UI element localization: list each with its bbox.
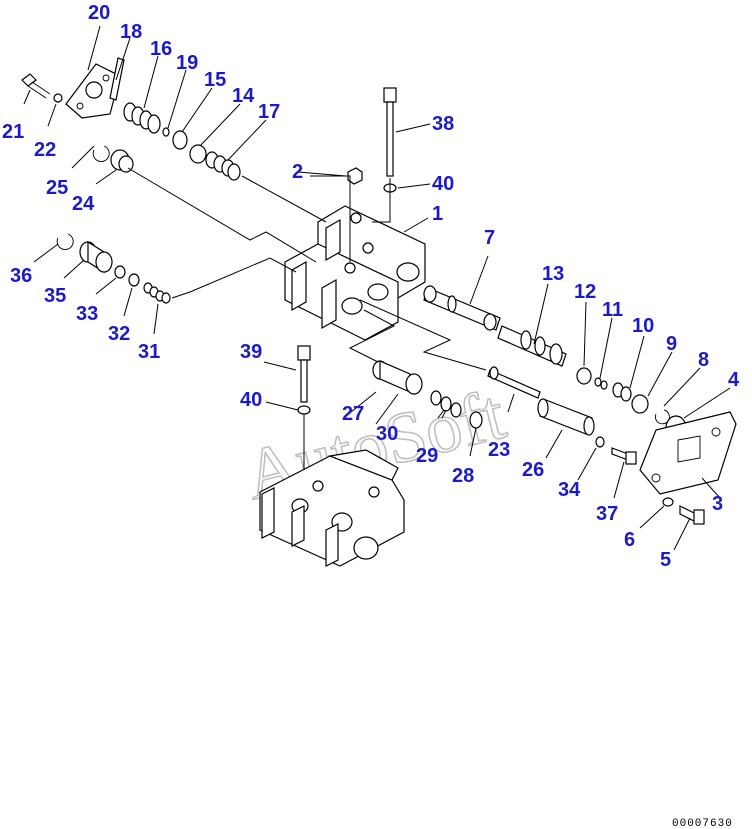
callout-labels: 20 18 16 19 15 14 17 21 22 25 24 2 38 40… <box>2 2 740 571</box>
callout-22: 22 <box>34 139 56 161</box>
assembly-lines <box>127 167 487 470</box>
callout-32: 32 <box>108 323 130 345</box>
callout-14: 14 <box>232 85 255 107</box>
washer-40-bottom <box>297 405 311 415</box>
washer-32 <box>128 273 140 287</box>
washer-34 <box>595 436 605 448</box>
callout-19: 19 <box>176 52 198 74</box>
callout-17: 17 <box>258 101 280 123</box>
plug-28 <box>469 411 483 429</box>
spool-13 <box>497 325 567 367</box>
rod-23 <box>487 366 541 399</box>
callout-24: 24 <box>72 193 95 215</box>
plug-14 <box>189 144 207 164</box>
ball-19 <box>162 127 170 137</box>
bolt-39 <box>297 345 311 403</box>
callout-29: 29 <box>416 445 438 467</box>
callout-25: 25 <box>46 177 68 199</box>
flange-cover <box>65 63 121 119</box>
callout-1: 1 <box>432 203 443 225</box>
valve-body-lower <box>259 449 405 567</box>
spring-31 <box>143 282 171 304</box>
piston-26 <box>537 398 595 436</box>
pin-18 <box>109 57 125 101</box>
callout-13: 13 <box>542 263 564 285</box>
callout-38: 38 <box>432 113 454 135</box>
bolt-37 <box>611 447 637 465</box>
callout-40-top: 40 <box>432 173 454 195</box>
bolt-5 <box>679 505 705 525</box>
valve-27 <box>372 360 411 393</box>
callout-20: 20 <box>88 2 110 24</box>
sleeve-35 <box>79 240 113 274</box>
callout-18: 18 <box>120 21 142 43</box>
callout-8: 8 <box>698 349 709 371</box>
drawing-code: 00007630 <box>672 818 733 829</box>
plug-9 <box>631 394 649 414</box>
snap-ring-8 <box>654 409 670 425</box>
callout-7: 7 <box>484 227 495 249</box>
callout-5: 5 <box>660 549 671 571</box>
callout-26: 26 <box>522 459 544 481</box>
callout-16: 16 <box>150 38 172 60</box>
callout-28: 28 <box>452 465 474 487</box>
callout-2: 2 <box>292 161 303 183</box>
spring-11 <box>594 377 608 390</box>
callout-9: 9 <box>666 333 677 355</box>
callout-39: 39 <box>240 341 262 363</box>
callout-31: 31 <box>138 341 160 363</box>
callout-36: 36 <box>10 265 32 287</box>
spool-7 <box>423 285 501 331</box>
callout-15: 15 <box>204 69 226 91</box>
callout-30: 30 <box>376 423 398 445</box>
callout-3: 3 <box>712 493 723 515</box>
washer-6 <box>662 497 674 507</box>
plug-12 <box>576 367 592 385</box>
plug-24 <box>110 149 134 173</box>
flange-bolt <box>21 73 51 99</box>
valve-body-upper <box>284 205 426 341</box>
spring-29 <box>430 390 462 418</box>
callout-21: 21 <box>2 121 24 143</box>
callout-11: 11 <box>602 299 623 321</box>
callout-12: 12 <box>574 281 596 303</box>
callout-35: 35 <box>44 285 66 307</box>
plug-30 <box>405 373 423 395</box>
callout-37: 37 <box>596 503 618 525</box>
cover-3 <box>639 411 737 495</box>
ring-15 <box>172 130 188 150</box>
bolt-38 <box>383 87 397 177</box>
callout-4: 4 <box>728 369 740 391</box>
callout-23: 23 <box>488 439 510 461</box>
snap-ring-25 <box>92 145 110 162</box>
callout-33: 33 <box>76 303 98 325</box>
callout-6: 6 <box>624 529 635 551</box>
callout-40-bottom: 40 <box>240 389 262 411</box>
washer-22 <box>53 93 63 103</box>
spring-16 <box>123 102 161 134</box>
callout-10: 10 <box>632 315 654 337</box>
washer-33 <box>114 265 126 279</box>
leader-lines <box>23 25 731 551</box>
plug-2 <box>347 167 363 185</box>
spring-17 <box>205 151 241 181</box>
callout-27: 27 <box>342 403 364 425</box>
snap-ring-36 <box>56 233 74 250</box>
callout-34: 34 <box>558 479 581 501</box>
spring-10 <box>612 382 632 402</box>
